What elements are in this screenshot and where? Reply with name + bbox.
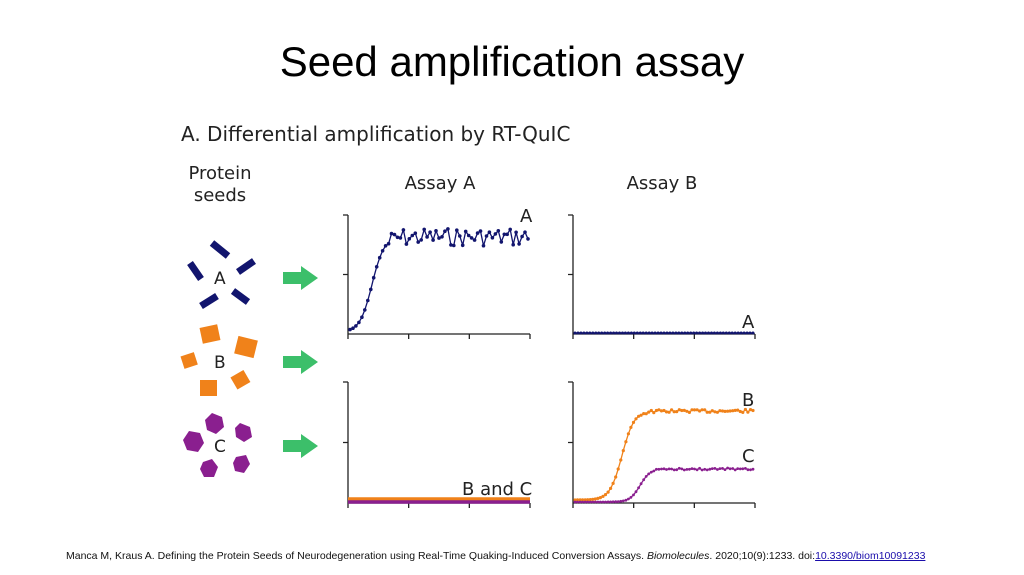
seed-b-square	[230, 369, 251, 390]
assay-b-heading: Assay B	[626, 173, 698, 194]
citation-journal: Biomolecules	[646, 550, 710, 562]
curve-assay-b-seed-c	[573, 466, 755, 504]
arrow-a	[283, 266, 318, 290]
citation-details: . 2020;10(9):1233. doi:	[709, 550, 816, 562]
seed-b-square	[200, 380, 217, 396]
citation-text: Manca M, Kraus A. Defining the Protein S…	[66, 550, 647, 562]
protein-seeds-heading-line2: seeds	[193, 185, 247, 206]
seed-a-rod	[230, 288, 251, 305]
seed-b-square	[180, 352, 198, 369]
seed-b-label: B	[214, 353, 226, 373]
seed-a-rod	[187, 261, 204, 281]
panel-label-bottom-right-c: C	[742, 446, 755, 467]
seed-a-label: A	[214, 269, 226, 289]
seed-c-label: C	[214, 437, 226, 457]
seed-b-squares	[180, 324, 258, 396]
curve-assay-b-seed-a	[573, 331, 755, 335]
axes-top-left	[343, 214, 531, 339]
seed-c-polygons	[183, 413, 252, 477]
panel-label-bottom-left: B and C	[462, 479, 532, 500]
seed-a-rod	[199, 293, 219, 309]
plot-curves	[348, 227, 755, 504]
citation-doi-link[interactable]: 10.3390/biom10091233	[815, 550, 926, 562]
seed-c-polygon	[233, 455, 250, 473]
protein-seeds-heading-line1: Protein	[188, 163, 252, 184]
curve-assay-b-seed-b	[573, 407, 755, 502]
curve-assay-a-seed-a	[348, 227, 530, 332]
seed-c-polygon	[200, 459, 218, 477]
seed-c-polygon	[205, 413, 224, 434]
protein-seeds-heading: Protein seeds	[170, 163, 270, 207]
seed-a-rods	[187, 240, 256, 309]
panel-label-bottom-right-b: B	[742, 390, 754, 411]
seed-c-polygon	[235, 423, 252, 442]
seed-a-rod	[236, 258, 256, 275]
slide-title: Seed amplification assay	[279, 38, 745, 85]
assay-a-heading: Assay A	[404, 173, 476, 194]
seed-b-square	[199, 324, 221, 344]
seed-c-polygon	[183, 431, 204, 452]
axes-bottom-right	[568, 381, 756, 508]
arrow-b	[283, 350, 318, 374]
arrow-c	[283, 434, 318, 458]
figure-heading: A. Differential amplification by RT-QuIC	[181, 122, 571, 146]
axes-top-right	[568, 214, 756, 339]
plot-axes	[343, 214, 756, 508]
seed-b-square	[234, 335, 258, 359]
panel-label-top-right: A	[742, 312, 755, 333]
citation: Manca M, Kraus A. Defining the Protein S…	[66, 550, 996, 562]
panel-label-top-left: A	[520, 206, 533, 227]
seed-a-rod	[209, 240, 231, 259]
